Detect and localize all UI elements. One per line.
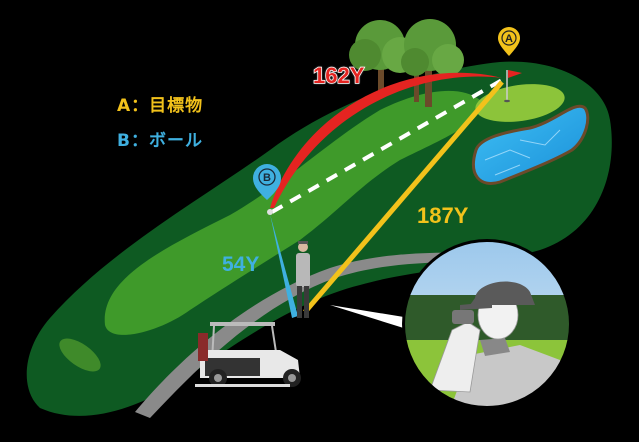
trees	[349, 19, 464, 107]
legend-ball: B：ボール	[117, 131, 203, 151]
blue-distance-line	[270, 214, 298, 318]
distance-player-to-target: 187Y	[417, 203, 469, 228]
golf-ball	[267, 209, 273, 215]
flag-icon	[504, 70, 522, 103]
svg-text:B: B	[263, 172, 271, 184]
rough-area	[26, 61, 612, 416]
red-distance-arc	[270, 72, 502, 208]
dashed-aim-line	[271, 78, 503, 214]
svg-text:A: A	[505, 33, 513, 45]
golf-cart-icon	[195, 322, 301, 387]
map-pin-a-icon: A	[498, 27, 520, 56]
yellow-distance-line	[303, 80, 504, 314]
tee-box	[59, 338, 101, 372]
callout-pointer	[330, 305, 410, 330]
legend-target: A：目標物	[117, 96, 204, 116]
golfer-icon	[296, 241, 310, 318]
putting-green	[475, 84, 565, 122]
map-pin-b-icon: B	[253, 164, 281, 200]
water-hazard	[472, 104, 590, 185]
fairway	[104, 90, 482, 335]
distance-player-to-ball: 54Y	[222, 253, 260, 276]
distance-ball-to-target: 162Y	[312, 62, 365, 89]
rangefinder-user-inset	[402, 239, 572, 409]
